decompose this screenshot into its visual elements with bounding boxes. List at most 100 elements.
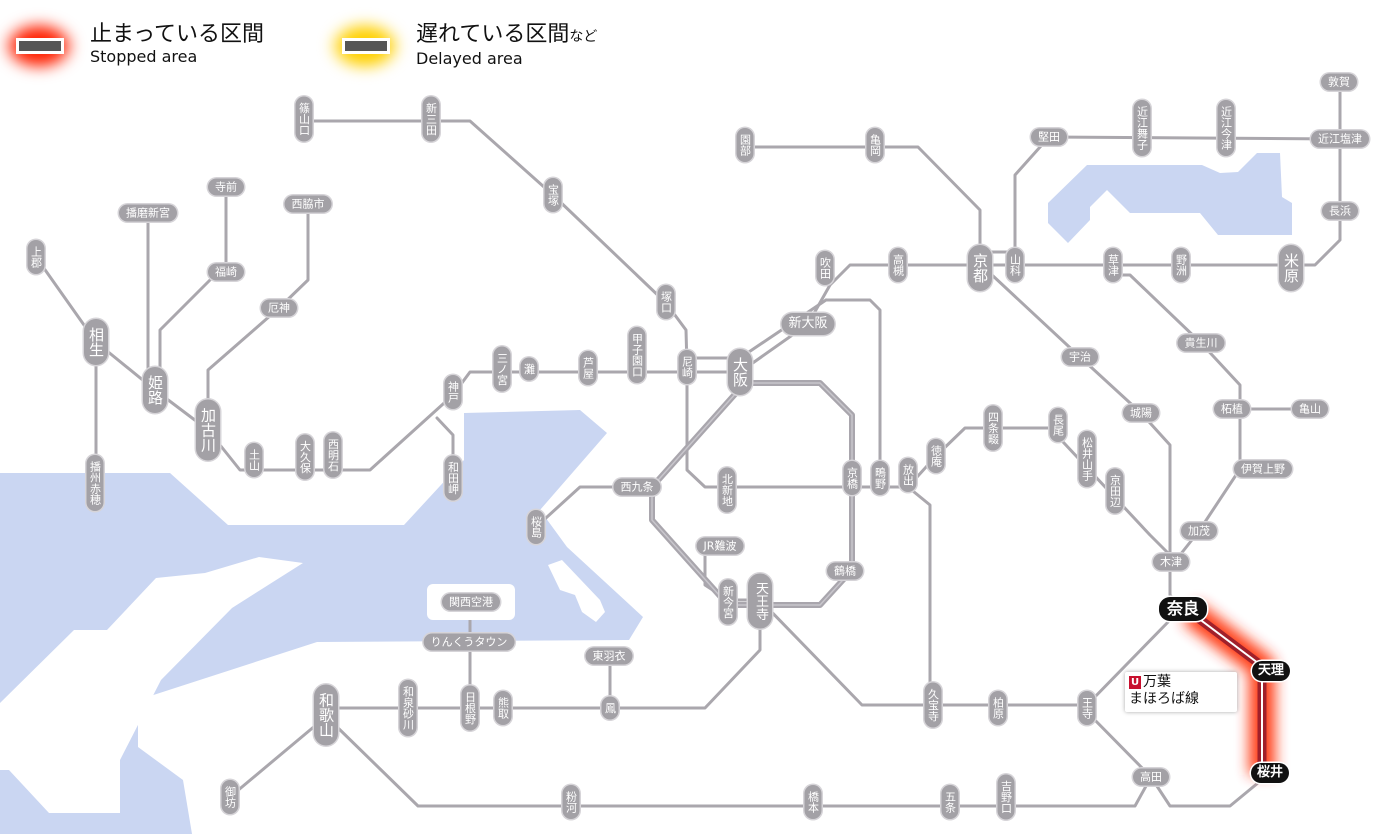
station-izumisunagawa[interactable]: 和泉砂川 <box>399 680 417 736</box>
station-suita[interactable]: 吹田 <box>816 251 834 285</box>
station-tennoji[interactable]: 天王寺 <box>748 573 772 629</box>
line-hanwa <box>324 608 762 710</box>
station-tsuruga[interactable]: 敦賀 <box>1321 73 1357 91</box>
station-takatsuki[interactable]: 高槻 <box>889 248 907 282</box>
line-osaka-higashi <box>824 298 932 707</box>
legend-stopped-en: Stopped area <box>90 47 198 66</box>
station-nishikujo[interactable]: 西九条 <box>613 478 661 496</box>
station-gojo[interactable]: 五条 <box>941 785 959 819</box>
station-yakujin[interactable]: 厄神 <box>261 299 297 317</box>
legend-delayed-jp: 遅れている区間など <box>416 22 597 50</box>
station-otori[interactable]: 鳳 <box>601 696 619 720</box>
station-nagahama[interactable]: 長浜 <box>1322 202 1358 220</box>
legend-delayed-en: Delayed area <box>416 49 523 68</box>
station-jrnamba[interactable]: JR難波 <box>696 537 744 555</box>
station-koshienguchi[interactable]: 甲子園口 <box>628 327 646 383</box>
station-tenri[interactable]: 天理 <box>1251 661 1291 681</box>
station-osaka[interactable]: 大阪 <box>728 349 752 395</box>
station-hanaten[interactable]: 放出 <box>899 458 917 492</box>
station-shinosaka[interactable]: 新大阪 <box>781 313 835 335</box>
station-teramae[interactable]: 寺前 <box>208 178 244 196</box>
station-tsuruhashi[interactable]: 鶴橋 <box>827 562 863 580</box>
station-uji[interactable]: 宇治 <box>1062 348 1098 366</box>
station-banshuako[interactable]: 播州赤穂 <box>86 455 104 511</box>
station-tsukaguchi[interactable]: 塚口 <box>657 285 675 319</box>
station-harimashingu[interactable]: 播磨新宮 <box>119 204 177 222</box>
line-kobe-kyoto <box>34 80 1342 472</box>
station-kameyama[interactable]: 亀山 <box>1292 400 1328 418</box>
station-fukusaki[interactable]: 福崎 <box>208 263 244 281</box>
station-kokawa[interactable]: 粉河 <box>562 785 580 819</box>
station-hineno[interactable]: 日根野 <box>461 685 479 731</box>
station-tokuan[interactable]: 徳庵 <box>927 439 945 473</box>
station-amagasaki[interactable]: 尼崎 <box>678 350 696 384</box>
station-matsuiyamate[interactable]: 松井山手 <box>1078 431 1096 487</box>
delayed-swatch <box>330 22 400 70</box>
land <box>0 557 605 813</box>
station-kyuhoji[interactable]: 久宝寺 <box>924 682 942 728</box>
station-takarazuka[interactable]: 宝塚 <box>544 178 562 212</box>
station-tsuchiyama[interactable]: 土山 <box>245 443 263 477</box>
station-shijonawate[interactable]: 四条畷 <box>984 405 1002 451</box>
station-tsuge[interactable]: 柘植 <box>1214 400 1250 418</box>
station-takada[interactable]: 高田 <box>1133 768 1169 786</box>
station-sasayamaguchi[interactable]: 篠山口 <box>295 96 313 142</box>
station-yasu[interactable]: 野洲 <box>1172 248 1190 282</box>
station-kibukawa[interactable]: 貴生川 <box>1177 334 1225 352</box>
station-shinsanda[interactable]: 新三田 <box>422 96 440 142</box>
station-omimaiko[interactable]: 近江舞子 <box>1133 100 1151 156</box>
station-kyobashi[interactable]: 京橋 <box>843 461 861 495</box>
station-joyo[interactable]: 城陽 <box>1123 404 1159 422</box>
station-himeji[interactable]: 姫路 <box>143 367 167 413</box>
station-omiimazu[interactable]: 近江今津 <box>1217 100 1235 156</box>
station-sakurajima[interactable]: 桜島 <box>527 510 545 544</box>
station-higashihagoromo[interactable]: 東羽衣 <box>585 647 633 665</box>
station-maibara[interactable]: 米原 <box>1279 245 1303 291</box>
station-kamo[interactable]: 加茂 <box>1181 522 1217 540</box>
station-omishiotsu[interactable]: 近江塩津 <box>1311 130 1369 148</box>
station-kamigori[interactable]: 上郡 <box>27 240 45 274</box>
station-rinkutown[interactable]: りんくうタウン <box>423 633 515 651</box>
station-kameoka[interactable]: 亀岡 <box>866 128 884 162</box>
station-igaueno[interactable]: 伊賀上野 <box>1234 460 1292 478</box>
station-sannomiya[interactable]: 三ノ宮 <box>493 346 511 392</box>
station-kusatsu[interactable]: 草津 <box>1104 248 1122 282</box>
station-aioi[interactable]: 相生 <box>84 319 108 365</box>
station-kumatori[interactable]: 熊取 <box>494 691 512 725</box>
station-nagao[interactable]: 長尾 <box>1049 408 1067 442</box>
station-sakurai[interactable]: 桜井 <box>1250 763 1290 783</box>
station-kansaiairport[interactable]: 関西空港 <box>442 593 500 611</box>
station-nishiwakishi[interactable]: 西脇市 <box>284 195 332 213</box>
station-kyotanabe[interactable]: 京田辺 <box>1106 468 1124 514</box>
station-shigino[interactable]: 鴫野 <box>871 461 889 495</box>
station-kitashinchi[interactable]: 北新地 <box>718 467 736 513</box>
line-u-icon: U <box>1129 676 1141 689</box>
legend-stopped: 止まっている区間 Stopped area <box>4 22 264 70</box>
line-osaka-loop <box>649 380 855 608</box>
station-shinimamiya[interactable]: 新今宮 <box>719 579 737 625</box>
station-kizu[interactable]: 木津 <box>1153 553 1189 571</box>
station-wadamisaki[interactable]: 和田岬 <box>444 455 462 501</box>
station-kakogawa[interactable]: 加古川 <box>196 399 220 461</box>
station-sonobe[interactable]: 園部 <box>736 128 754 162</box>
station-nada[interactable]: 灘 <box>520 357 538 381</box>
station-katata[interactable]: 堅田 <box>1031 128 1067 146</box>
station-kobe[interactable]: 神戸 <box>444 375 462 409</box>
line-wakayama <box>333 710 1153 808</box>
station-nara[interactable]: 奈良 <box>1158 597 1208 621</box>
line-sakurai-south <box>1149 771 1272 808</box>
station-wakayama[interactable]: 和歌山 <box>314 684 338 746</box>
awaji-island <box>0 557 303 813</box>
station-kashiwara[interactable]: 柏原 <box>989 691 1007 725</box>
station-yamashina[interactable]: 山科 <box>1006 248 1024 282</box>
station-gobo[interactable]: 御坊 <box>221 780 239 814</box>
station-ashiya[interactable]: 芦屋 <box>579 351 597 385</box>
station-yoshinoguchi[interactable]: 吉野口 <box>997 774 1015 820</box>
station-hashimoto[interactable]: 橋本 <box>804 785 822 819</box>
station-oji[interactable]: 王寺 <box>1078 691 1096 725</box>
station-kyoto[interactable]: 京都 <box>968 245 992 291</box>
station-okubo[interactable]: 大久保 <box>296 434 314 480</box>
line-kinokuni <box>228 718 324 799</box>
station-nishiakashi[interactable]: 西明石 <box>324 432 342 478</box>
